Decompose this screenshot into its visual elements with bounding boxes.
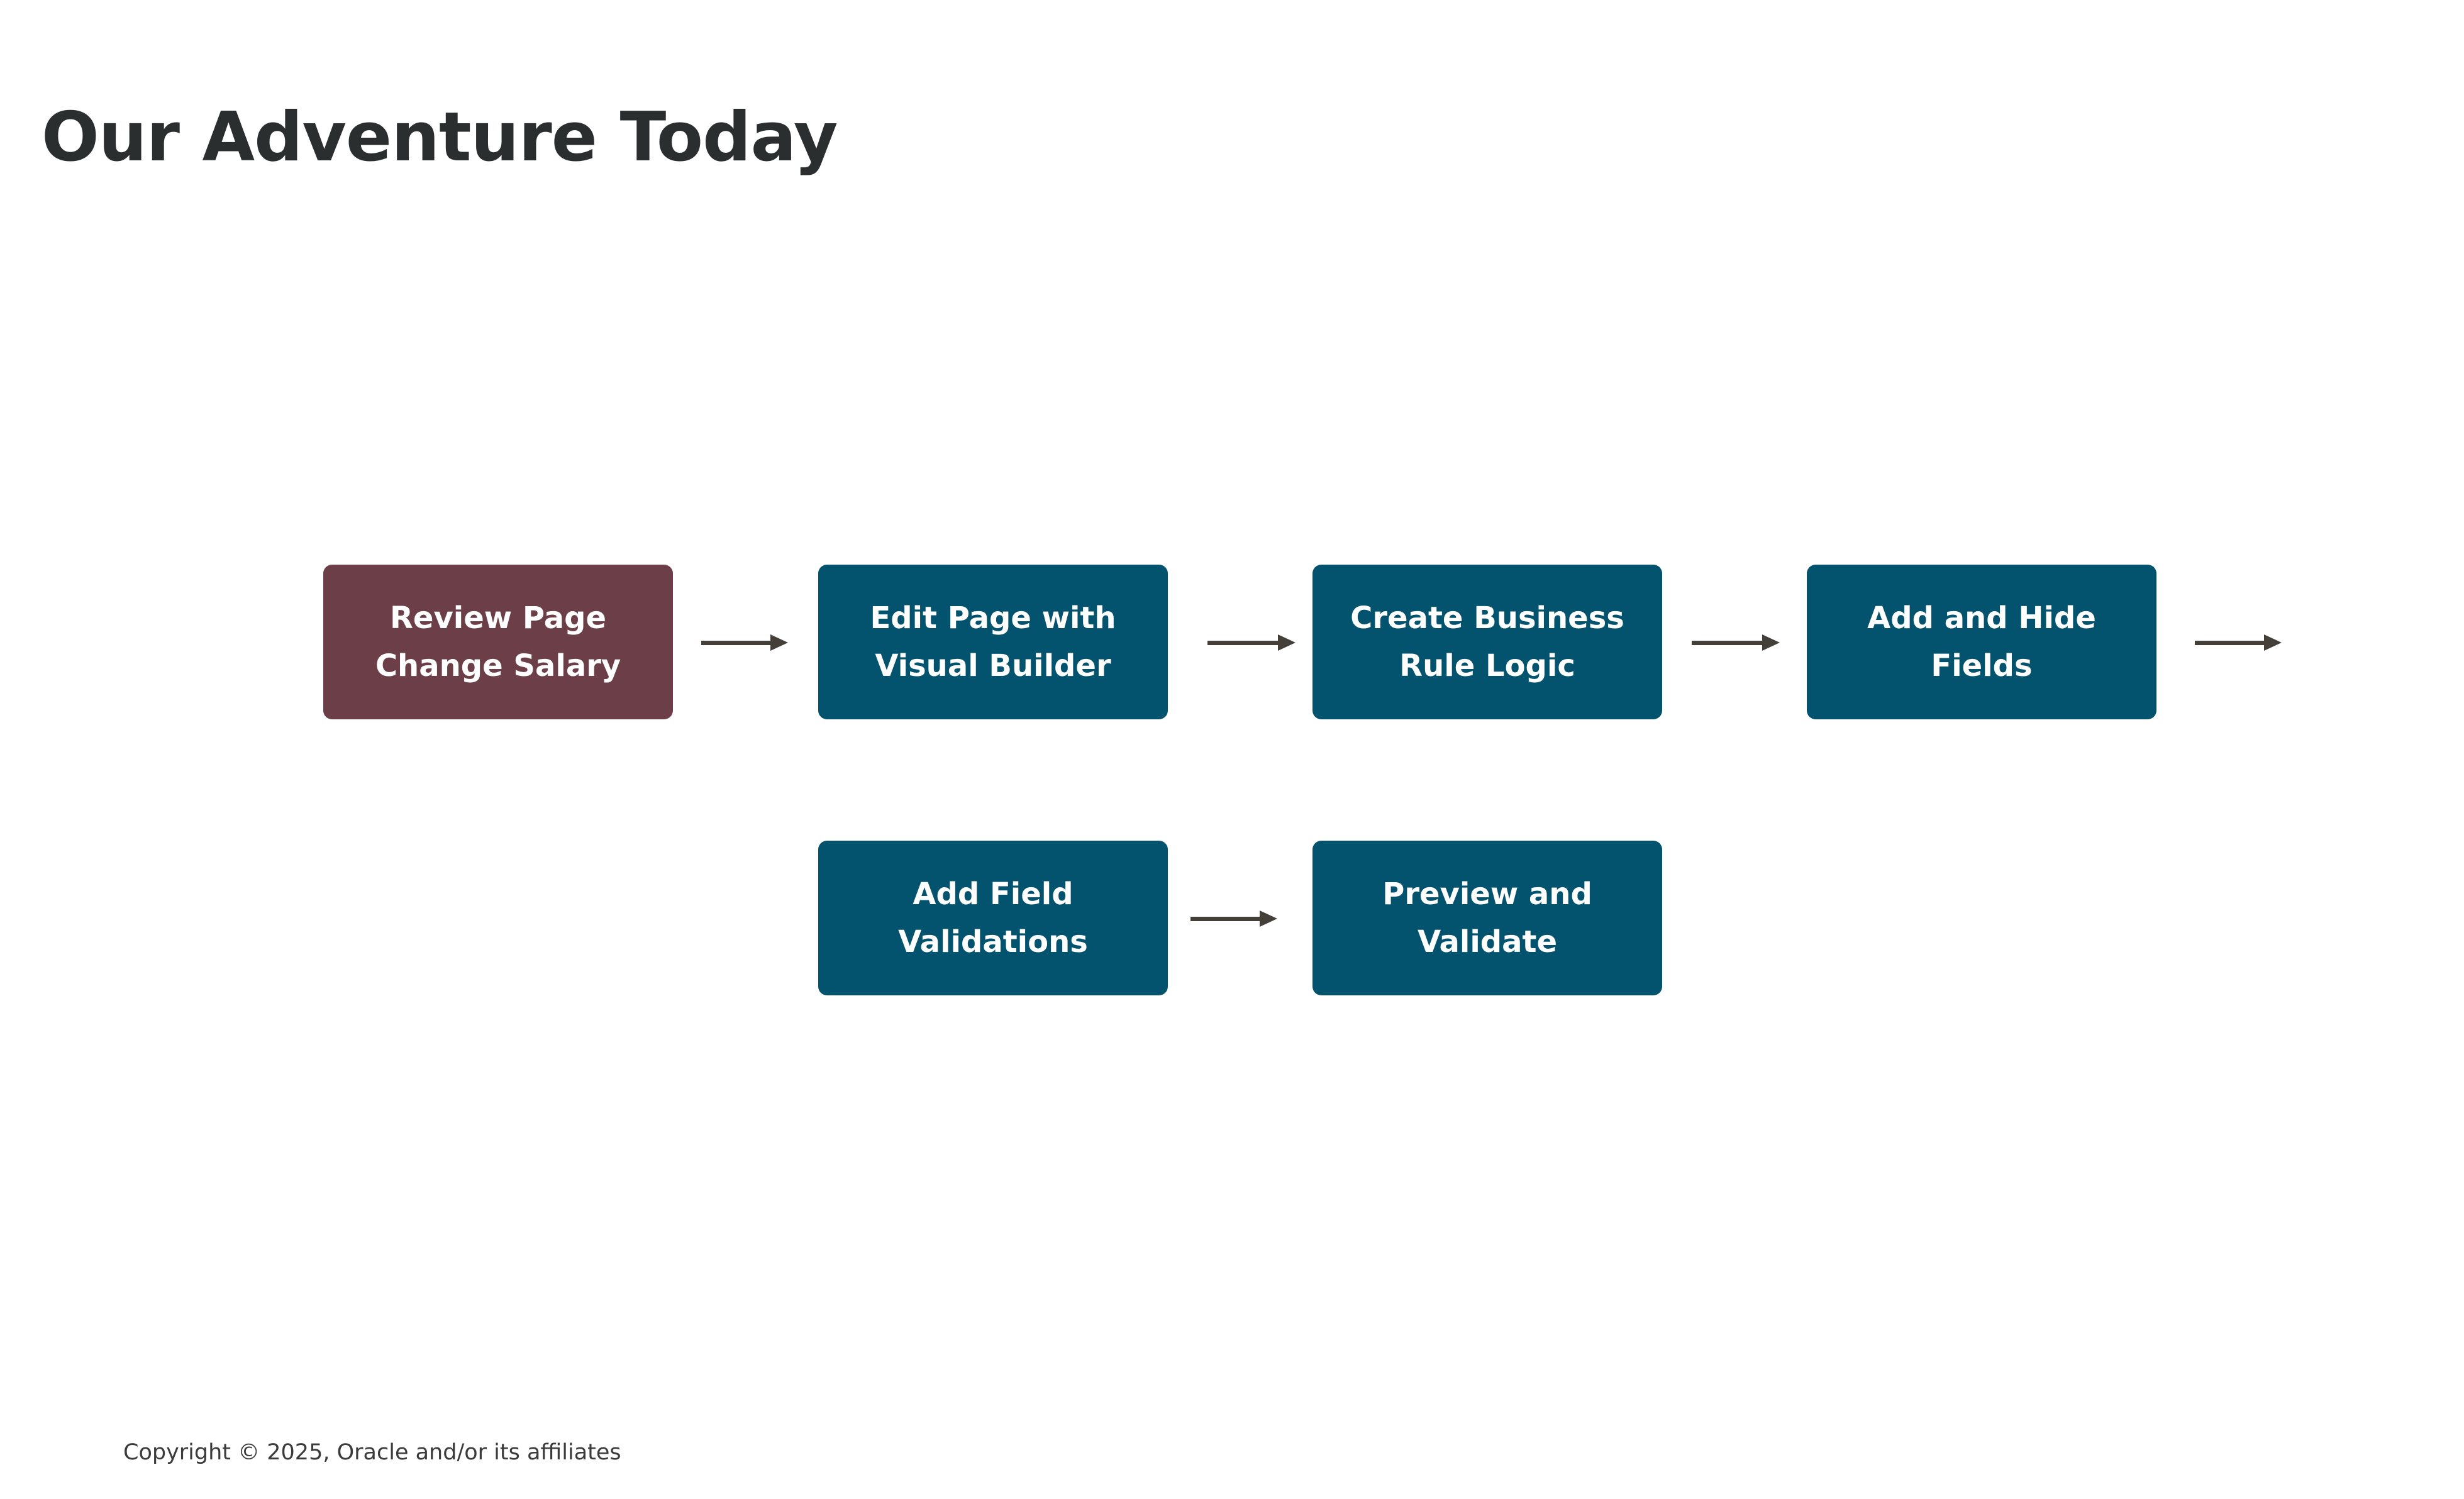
step-label: Preview and Validate — [1382, 877, 1592, 960]
arrow-right-icon — [2195, 634, 2282, 651]
step-add-field-validations: Add Field Validations — [818, 841, 1168, 995]
step-edit-page-visual-builder: Edit Page with Visual Builder — [818, 565, 1168, 719]
slide-title: Our Adventure Today — [42, 98, 838, 177]
arrow-right-icon — [701, 634, 788, 651]
step-add-and-hide-fields: Add and Hide Fields — [1807, 565, 2156, 719]
arrow-right-icon — [1692, 634, 1780, 651]
step-label: Edit Page with Visual Builder — [870, 600, 1116, 683]
arrow-right-icon — [1190, 910, 1277, 927]
step-label: Add Field Validations — [898, 877, 1088, 960]
step-label: Create Business Rule Logic — [1350, 600, 1624, 683]
step-create-business-rule-logic: Create Business Rule Logic — [1312, 565, 1662, 719]
step-preview-and-validate: Preview and Validate — [1312, 841, 1662, 995]
arrow-right-icon — [1207, 634, 1296, 651]
step-review-page-change-salary: Review Page Change Salary — [323, 565, 673, 719]
copyright-footer: Copyright © 2025, Oracle and/or its affi… — [123, 1440, 621, 1465]
step-label: Add and Hide Fields — [1867, 600, 2096, 683]
step-label: Review Page Change Salary — [375, 600, 621, 683]
